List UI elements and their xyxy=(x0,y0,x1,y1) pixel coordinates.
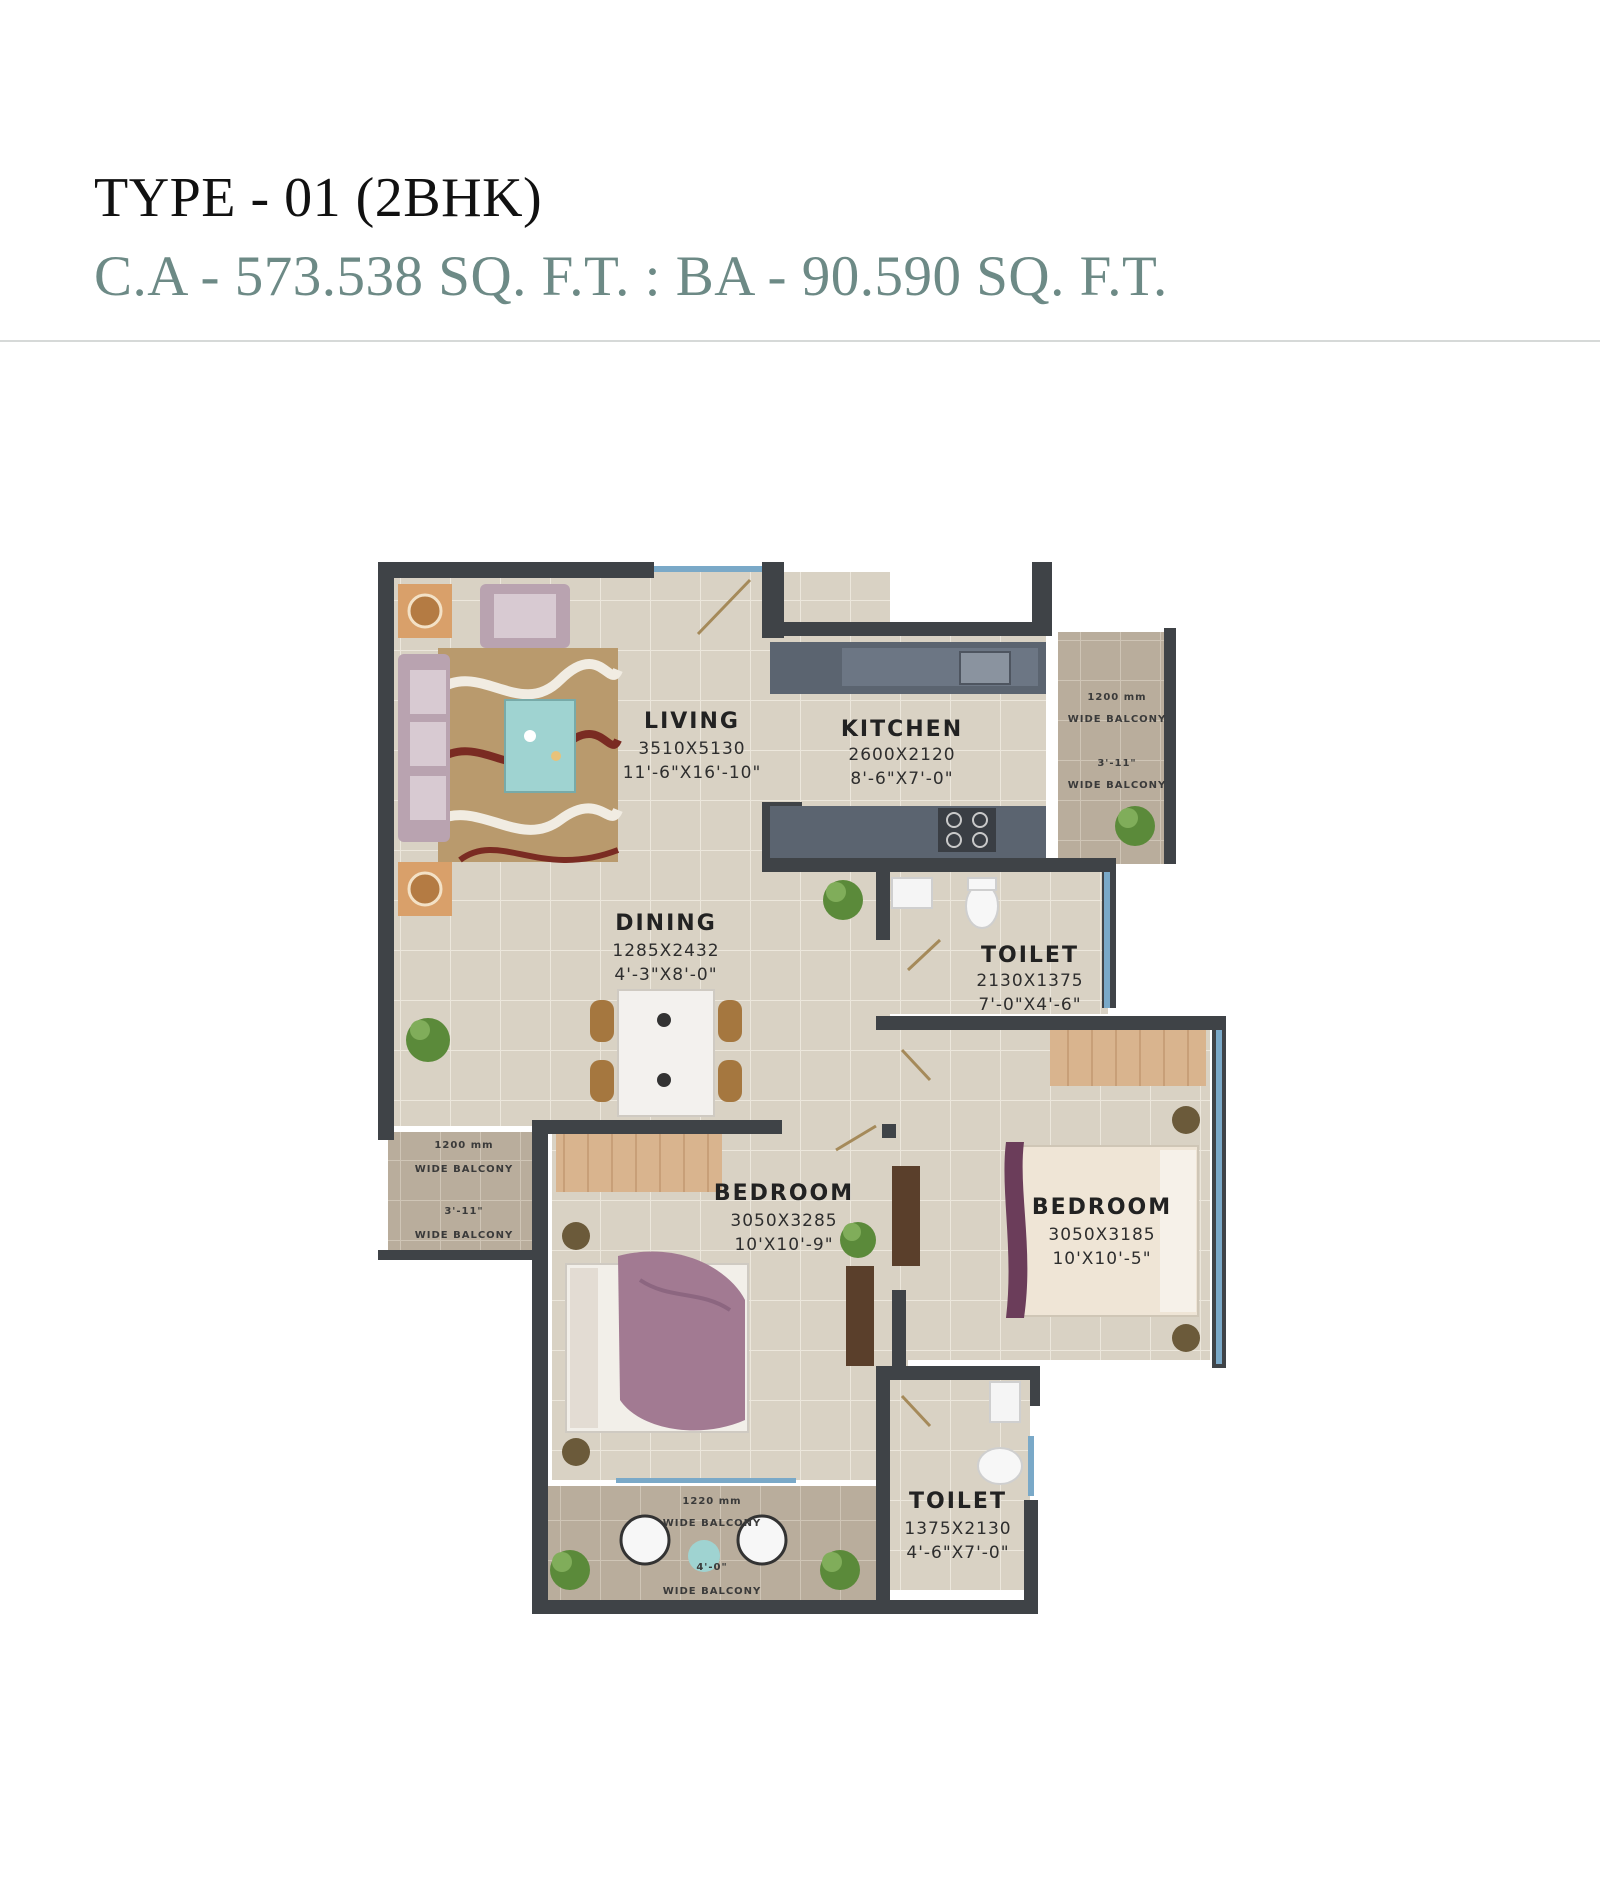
bedroom2-furniture xyxy=(892,1030,1206,1352)
wardrobe-2 xyxy=(1050,1030,1206,1086)
balcony-bottom-l2: WIDE BALCONY xyxy=(663,1518,762,1529)
room-living-ft: 11'-6"X16'-10" xyxy=(623,763,762,783)
room-dining-mm: 1285X2432 xyxy=(612,941,719,961)
room-toilet-1: TOILET 2130X1375 7'-0"X4'-6" xyxy=(976,943,1083,1015)
room-bedroom1-name: BEDROOM xyxy=(714,1181,854,1206)
bedroom1-furniture xyxy=(556,1134,874,1466)
room-bedroom2-ft: 10'X10'-5" xyxy=(1052,1249,1151,1269)
room-toilet2-name: TOILET xyxy=(909,1489,1007,1514)
balcony-bottom-furniture xyxy=(619,1514,788,1572)
room-living: LIVING 3510X5130 11'-6"X16'-10" xyxy=(623,709,762,783)
balcony-bottom-l4: WIDE BALCONY xyxy=(663,1586,762,1597)
living-furniture xyxy=(398,584,623,916)
room-living-mm: 3510X5130 xyxy=(638,739,745,759)
balcony-left-l3: 3'-11" xyxy=(444,1206,483,1217)
room-toilet-2: TOILET 1375X2130 4'-6"X7'-0" xyxy=(904,1489,1011,1563)
tv-unit-1 xyxy=(846,1266,874,1366)
balcony-right: 1200 mm WIDE BALCONY 3'-11" WIDE BALCONY xyxy=(1068,692,1167,791)
balcony-bottom-l1: 1220 mm xyxy=(682,1496,741,1507)
balcony-left-l1: 1200 mm xyxy=(434,1140,493,1151)
room-dining-name: DINING xyxy=(615,911,717,936)
room-toilet1-name: TOILET xyxy=(981,943,1079,968)
room-bedroom-2: BEDROOM 3050X3185 10'X10'-5" xyxy=(1032,1195,1172,1269)
room-toilet1-mm: 2130X1375 xyxy=(976,971,1083,991)
windows xyxy=(616,566,1222,1496)
wardrobe-1 xyxy=(556,1134,722,1192)
room-kitchen-ft: 8'-6"X7'-0" xyxy=(850,769,953,789)
room-bedroom-1: BEDROOM 3050X3285 10'X10'-9" xyxy=(714,1181,854,1255)
room-kitchen: KITCHEN 2600X2120 8'-6"X7'-0" xyxy=(841,717,963,789)
room-toilet1-ft: 7'-0"X4'-6" xyxy=(978,995,1081,1015)
room-toilet2-mm: 1375X2130 xyxy=(904,1519,1011,1539)
room-living-name: LIVING xyxy=(644,709,740,734)
plants xyxy=(406,806,1155,1590)
balcony-left: 1200 mm WIDE BALCONY 3'-11" WIDE BALCONY xyxy=(415,1140,514,1241)
room-bedroom2-mm: 3050X3185 xyxy=(1048,1225,1155,1245)
room-bedroom1-ft: 10'X10'-9" xyxy=(734,1235,833,1255)
coffee-table xyxy=(504,699,576,793)
balcony-right-l2: WIDE BALCONY xyxy=(1068,714,1167,725)
room-kitchen-name: KITCHEN xyxy=(841,717,963,742)
balcony-bottom: 1220 mm WIDE BALCONY 4'-0" WIDE BALCONY xyxy=(663,1496,762,1597)
balcony-left-l2: WIDE BALCONY xyxy=(415,1164,514,1175)
room-bedroom1-mm: 3050X3285 xyxy=(730,1211,837,1231)
header-divider xyxy=(0,340,1600,342)
nightstand-1 xyxy=(562,1222,590,1250)
plan-title: TYPE - 01 (2BHK) xyxy=(94,167,543,229)
dining-set xyxy=(590,989,742,1117)
stove xyxy=(938,808,996,852)
room-kitchen-mm: 2600X2120 xyxy=(848,745,955,765)
balcony-right-l1: 1200 mm xyxy=(1087,692,1146,703)
room-dining-ft: 4'-3"X8'-0" xyxy=(614,965,717,985)
room-dining: DINING 1285X2432 4'-3"X8'-0" xyxy=(612,911,719,985)
dining-table xyxy=(617,989,715,1117)
door-swings xyxy=(696,578,942,1428)
balcony-left-floor xyxy=(388,1132,532,1250)
nightstand-2 xyxy=(1172,1106,1200,1134)
tv-unit-2 xyxy=(892,1166,920,1266)
balcony-right-l4: WIDE BALCONY xyxy=(1068,780,1167,791)
balcony-left-l4: WIDE BALCONY xyxy=(415,1230,514,1241)
room-bedroom2-name: BEDROOM xyxy=(1032,1195,1172,1220)
balcony-bottom-l3: 4'-0" xyxy=(696,1562,727,1573)
room-toilet2-ft: 4'-6"X7'-0" xyxy=(906,1543,1009,1563)
kitchen-counters xyxy=(770,642,1046,858)
balcony-right-l3: 3'-11" xyxy=(1097,758,1136,769)
toilet-fixtures xyxy=(891,877,1023,1485)
plan-area-subtitle: C.A - 573.538 SQ. F.T. : BA - 90.590 SQ.… xyxy=(94,245,1168,308)
